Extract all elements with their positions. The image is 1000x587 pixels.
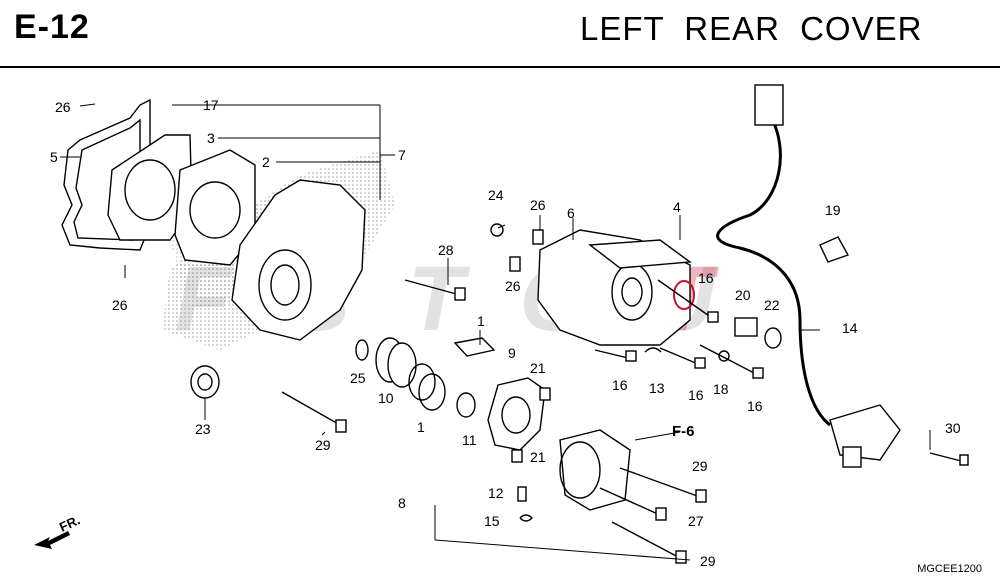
part-label: 1: [477, 313, 485, 329]
part-label: 4: [673, 199, 681, 215]
part-label: 20: [735, 287, 751, 303]
part-label: 6: [567, 205, 575, 221]
header: E-12 LEFT REAR COVER: [0, 0, 1000, 66]
part-label: 23: [195, 421, 211, 437]
part-label: 26: [505, 278, 521, 294]
part-label: 24: [488, 187, 504, 203]
sensor: [829, 404, 901, 461]
part-label: 2: [262, 154, 270, 170]
part-label: 29: [315, 437, 331, 453]
part-label: 26: [530, 197, 546, 213]
part-label: 16: [612, 377, 628, 393]
part-label: 21: [530, 360, 546, 376]
page-code: E-12: [14, 8, 90, 46]
part-label: 16: [688, 387, 704, 403]
part-label: 14: [842, 320, 858, 336]
part-label: 18: [713, 381, 729, 397]
part-label: 26: [55, 99, 71, 115]
parts-drawing: [60, 84, 969, 564]
wire-harness: [716, 114, 831, 427]
page-title: LEFT REAR COVER: [580, 10, 923, 47]
rear-cover-body: [231, 179, 366, 341]
part-label: 19: [825, 202, 841, 218]
part-label: 7: [398, 147, 406, 163]
direction-label: FR.: [57, 512, 82, 534]
part-label: 21: [530, 449, 546, 465]
part-label: 29: [692, 458, 708, 474]
part-labels: 26 17 3 2 7 5 26 28 23 1 25 10 1 11 29 9…: [50, 97, 961, 569]
gasket-9: [487, 377, 546, 451]
part-label: 28: [438, 242, 454, 258]
header-rule: [0, 66, 1000, 68]
part-label: 26: [112, 297, 128, 313]
part-label: 29: [700, 553, 716, 569]
part-label: 16: [747, 398, 763, 414]
part-label: 27: [688, 513, 704, 529]
part-label: 5: [50, 149, 58, 165]
part-label: 30: [945, 420, 961, 436]
diagram-code: MGCEE1200: [917, 563, 982, 575]
part-label: 11: [462, 432, 477, 448]
part-label: 1: [417, 419, 425, 435]
front-direction-arrow: FR.: [34, 512, 82, 549]
part-label: 15: [484, 513, 500, 529]
caliper-body: [559, 429, 631, 511]
part-label: 22: [764, 297, 780, 313]
part-label: 8: [398, 495, 406, 511]
part-label: 10: [378, 390, 394, 406]
part-label: 12: [488, 485, 504, 501]
part-label: 3: [207, 130, 215, 146]
part-label: 13: [649, 380, 665, 396]
reference-label: F-6: [672, 423, 695, 440]
part-label: 17: [203, 97, 219, 113]
part-label: 25: [350, 370, 366, 386]
part-label: 9: [508, 345, 516, 361]
part-label: 16: [698, 270, 714, 286]
